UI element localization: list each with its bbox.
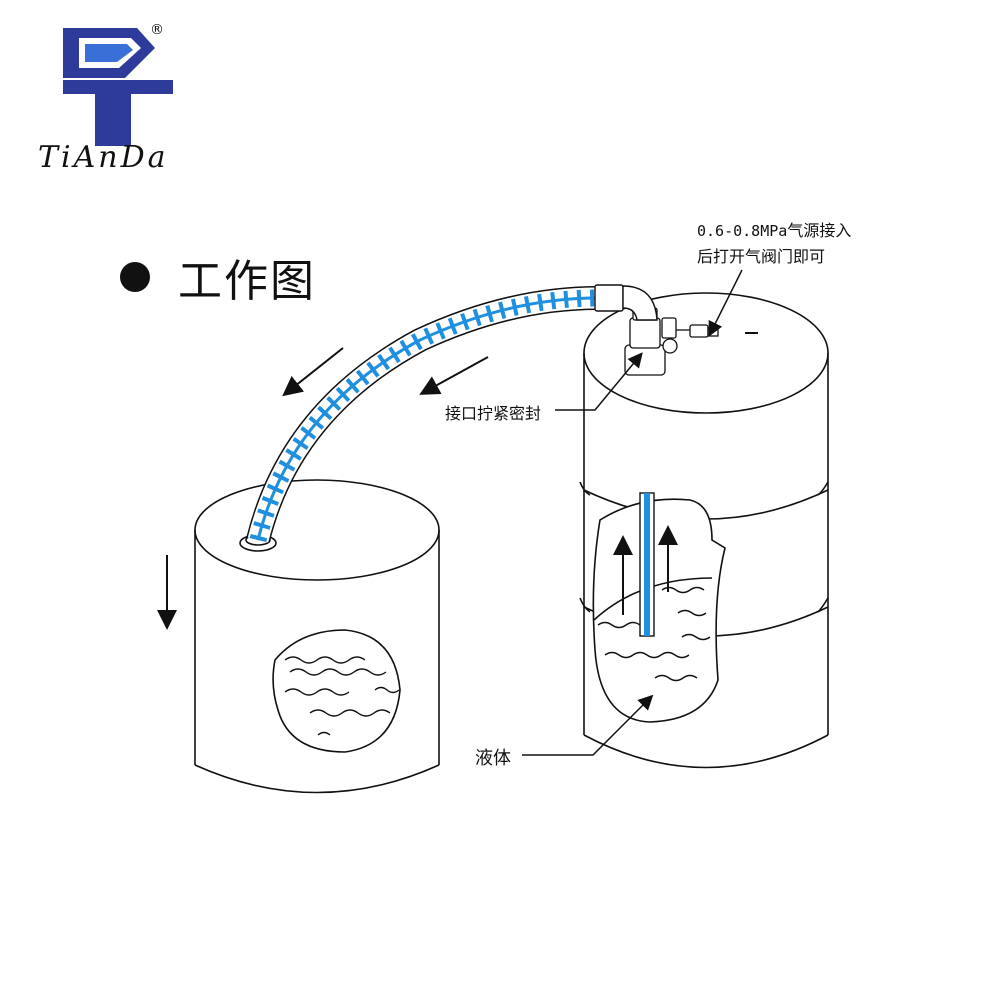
hose-connector <box>594 284 624 312</box>
pump-base <box>624 344 666 376</box>
seal-leader-line <box>555 352 643 411</box>
suction-tube <box>639 492 655 637</box>
liquid-leader-line <box>522 694 654 756</box>
receiving-drum-bottom <box>194 764 440 794</box>
pump-body <box>629 317 661 349</box>
transfer-hose <box>246 286 599 543</box>
seal-note: 接口拧紧密封 <box>445 404 542 423</box>
hose-core <box>256 296 599 541</box>
section-title: 工作图 <box>178 256 316 307</box>
flow-arrow-inner <box>419 356 489 395</box>
receiving-liquid-window <box>272 629 401 753</box>
air-valve <box>689 324 709 338</box>
receiving-drum <box>194 479 440 794</box>
air-note-line1: 0.6-0.8MPa气源接入 <box>697 218 851 244</box>
bullet-icon <box>120 262 150 292</box>
registered-mark: ® <box>150 22 164 38</box>
flow-arrow-outer <box>282 347 344 397</box>
logo-accent <box>85 44 133 62</box>
receiving-liquid-waves <box>284 656 400 736</box>
tianda-logo <box>63 28 173 146</box>
valve-body <box>661 317 677 339</box>
air-leader-line <box>708 269 743 337</box>
source-drum-bottom <box>583 734 829 769</box>
air-pressure-range: 0.6-0.8MPa <box>697 222 788 240</box>
pressure-gauge-icon <box>662 338 678 354</box>
hose-elbow <box>594 284 658 321</box>
receiving-drum-top <box>194 479 440 581</box>
logo-bar <box>63 80 173 94</box>
elbow-fitting <box>622 285 658 321</box>
air-note-line1-text: 气源接入 <box>787 221 852 240</box>
source-cutaway-window <box>592 498 726 723</box>
section-heading: 工作图 <box>120 245 316 309</box>
source-drum <box>579 292 829 769</box>
air-note-line2: 后打开气阀门即可 <box>697 247 826 266</box>
upper-hoop <box>579 481 829 496</box>
brand-text: TiAnDa <box>38 140 169 175</box>
source-liquid-waves <box>597 586 711 682</box>
logo-stem <box>95 94 131 146</box>
liquid-label: 液体 <box>475 748 511 769</box>
air-supply-note: 0.6-0.8MPa气源接入 后打开气阀门即可 <box>697 218 851 270</box>
